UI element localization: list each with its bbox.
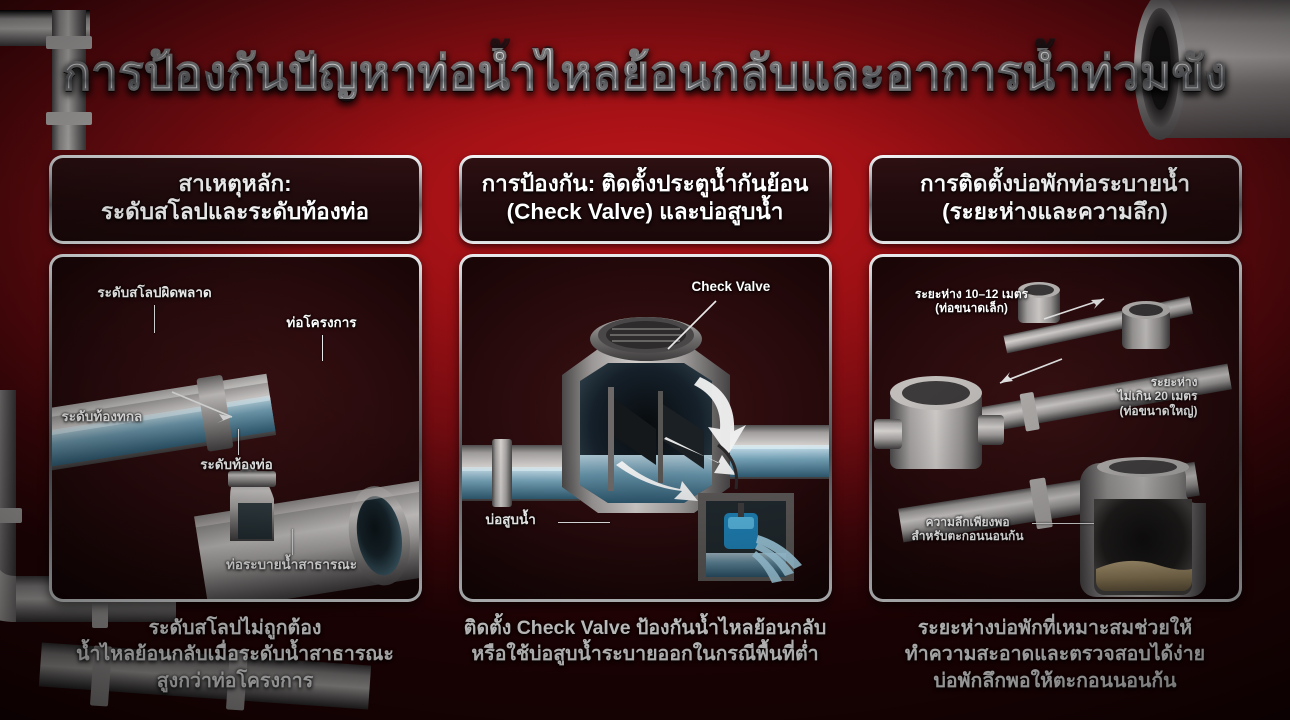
label-spacing-small-pipe-line-2: (ท่อขนาดเล็ก) (935, 301, 1008, 316)
leader-spacing-large-pipe (999, 357, 1062, 384)
leader-check-valve (666, 300, 717, 350)
panel-causes-header-line-1: สาเหตุหลัก: (178, 171, 292, 196)
panel-prevention-caption: ติดตั้ง Check Valve ป้องกันน้ำไหลย้อนกลั… (453, 615, 838, 668)
check-valve-illustration (461, 316, 829, 583)
leader-sufficient-depth (1031, 522, 1094, 525)
label-pipe-invert-level: ระดับท้องท่อ (200, 456, 273, 472)
panel-columns: สาเหตุหลัก: ระดับสโลปและระดับท้องท่อ (0, 155, 1290, 715)
panel-prevention: การป้องกัน: ติดตั้งประตูน้ำกันย้อน (Chec… (453, 155, 838, 715)
leader-spacing-small-pipe (1043, 297, 1104, 320)
panel-causes-header: สาเหตุหลัก: ระดับสโลปและระดับท้องท่อ (48, 155, 422, 244)
panel-manhole-header: การติดตั้งบ่อพักท่อระบายน้ำ (ระยะห่างและ… (868, 155, 1242, 244)
panel-manhole-diagram: ระยะห่าง 10–12 เมตร (ท่อขนาดเล็ก) ระยะห่… (868, 253, 1242, 602)
panel-causes-diagram: ระดับสโลปผิดพลาด ท่อโครงการ ระดับท้องทกล… (48, 253, 422, 602)
panel-prevention-header-line-1: การป้องกัน: ติดตั้งประตูน้ำกันย้อน (481, 171, 809, 196)
slope-pipe-illustration (51, 373, 419, 599)
label-spacing-large-pipe-line-2: ไม่เกิน 20 เมตร (1117, 389, 1198, 404)
panel-manhole-caption-line-3: บ่อพักลึกพอให้ตะกอนนอนก้น (933, 669, 1177, 692)
label-sufficient-depth-line-2: สำหรับตะกอนนอนก้น (911, 529, 1024, 544)
label-spacing-small-pipe: ระยะห่าง 10–12 เมตร (ท่อขนาดเล็ก) (886, 287, 1058, 316)
panel-manhole-caption: ระยะห่างบ่อพักที่เหมาะสมช่วยให้ ทำความสะ… (863, 615, 1248, 695)
panel-manhole-caption-line-1: ระยะห่างบ่อพักที่เหมาะสมช่วยให้ (917, 616, 1193, 639)
panel-manhole-header-line-1: การติดตั้งบ่อพักท่อระบายน้ำ (919, 171, 1191, 196)
leader-pipe-invert-level (237, 428, 240, 455)
panel-prevention-diagram: Check Valve บ่อสูบน้ำ (458, 253, 832, 602)
panel-manhole-install: การติดตั้งบ่อพักท่อระบายน้ำ (ระยะห่างและ… (863, 155, 1248, 715)
panel-prevention-header: การป้องกัน: ติดตั้งประตูน้ำกันย้อน (Chec… (458, 155, 832, 244)
panel-prevention-caption-line-1: ติดตั้ง Check Valve ป้องกันน้ำไหลย้อนกลั… (463, 616, 827, 639)
page-title: การป้องกันปัญหาท่อน้ำไหลย้อนกลับและอาการ… (52, 47, 1237, 99)
panel-prevention-caption-line-2: หรือใช้บ่อสูบน้ำระบายออกในกรณีพื้นที่ต่ำ (471, 643, 819, 666)
panel-causes-caption: ระดับสโลปไม่ถูกต้อง น้ำไหลย้อนกลับเมื่อร… (43, 615, 428, 695)
leader-project-pipe (321, 334, 324, 361)
panel-causes-header-line-2: ระดับสโลปและระดับท้องท่อ (100, 199, 370, 225)
leader-invert-level-general (171, 390, 232, 423)
label-project-pipe: ท่อโครงการ (286, 314, 357, 330)
leader-pump-sump (557, 521, 610, 524)
label-sufficient-depth-line-1: ความลึกเพียงพอ (925, 514, 1010, 529)
leader-wrong-slope-level (153, 304, 156, 333)
leader-public-drain-pipe (291, 528, 294, 555)
panel-causes-caption-line-1: ระดับสโลปไม่ถูกต้อง (148, 616, 322, 639)
panel-causes-caption-line-3: สูงกว่าท่อโครงการ (156, 669, 314, 692)
panel-prevention-header-line-2: (Check Valve) และบ่อสูบน้ำ (506, 199, 784, 225)
label-check-valve: Check Valve (691, 278, 771, 294)
label-wrong-slope-level: ระดับสโลปผิดพลาด (97, 284, 212, 300)
label-pump-sump: บ่อสูบน้ำ (485, 511, 536, 527)
label-public-drain-pipe: ท่อระบายน้ำสาธารณะ (225, 556, 358, 572)
label-spacing-small-pipe-line-1: ระยะห่าง 10–12 เมตร (914, 286, 1029, 301)
title-banner: การป้องกันปัญหาท่อน้ำไหลย้อนกลับและอาการ… (0, 47, 1290, 99)
panel-causes: สาเหตุหลัก: ระดับสโลปและระดับท้องท่อ (43, 155, 428, 715)
panel-causes-caption-line-2: น้ำไหลย้อนกลับเมื่อระดับน้ำสาธารณะ (76, 643, 394, 666)
panel-manhole-caption-line-2: ทำความสะอาดและตรวจสอบได้ง่าย (904, 643, 1206, 666)
panel-manhole-header-line-2: (ระยะห่างและความลึก) (942, 199, 1168, 225)
label-sufficient-depth: ความลึกเพียงพอ สำหรับตะกอนนอนก้น (878, 515, 1058, 544)
label-spacing-large-pipe-line-3: (ท่อขนาดใหญ่) (1119, 403, 1198, 418)
label-invert-level-general: ระดับท้องทกล (61, 408, 143, 424)
